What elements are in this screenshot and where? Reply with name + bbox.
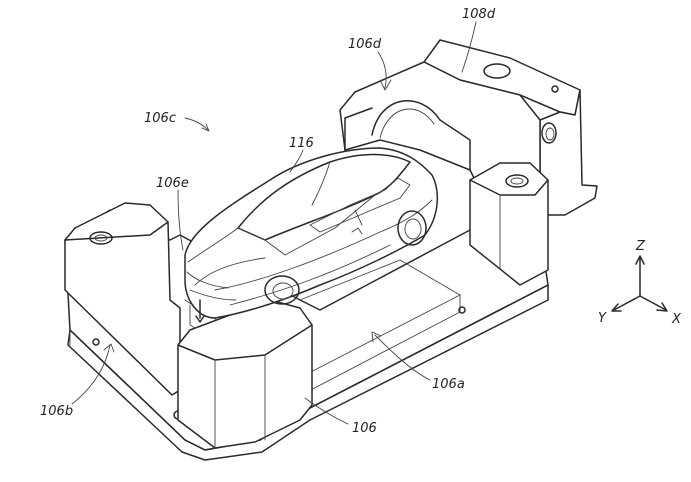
axis-x-label: X [671, 312, 682, 327]
axis-y-label: Y [598, 311, 607, 326]
label-108d: 108d [462, 7, 496, 22]
label-106b: 106b [40, 404, 73, 419]
vehicle [184, 147, 439, 319]
label-106d: 106d [348, 37, 382, 52]
label-116: 116 [289, 136, 314, 151]
locating-pin [195, 299, 205, 323]
coordinate-axes: Z Y X [598, 239, 682, 327]
label-106c: 106c [144, 111, 176, 126]
right-rear-post [469, 162, 549, 286]
left-front-post [64, 202, 181, 396]
label-106e: 106e [156, 176, 189, 191]
label-106a: 106a [432, 377, 465, 392]
label-106: 106 [352, 421, 377, 436]
axis-z-label: Z [635, 239, 646, 254]
leader-lines [71, 21, 477, 425]
reference-labels: 106d 108d 106c 116 106e 106b 106a 106 [40, 7, 496, 436]
